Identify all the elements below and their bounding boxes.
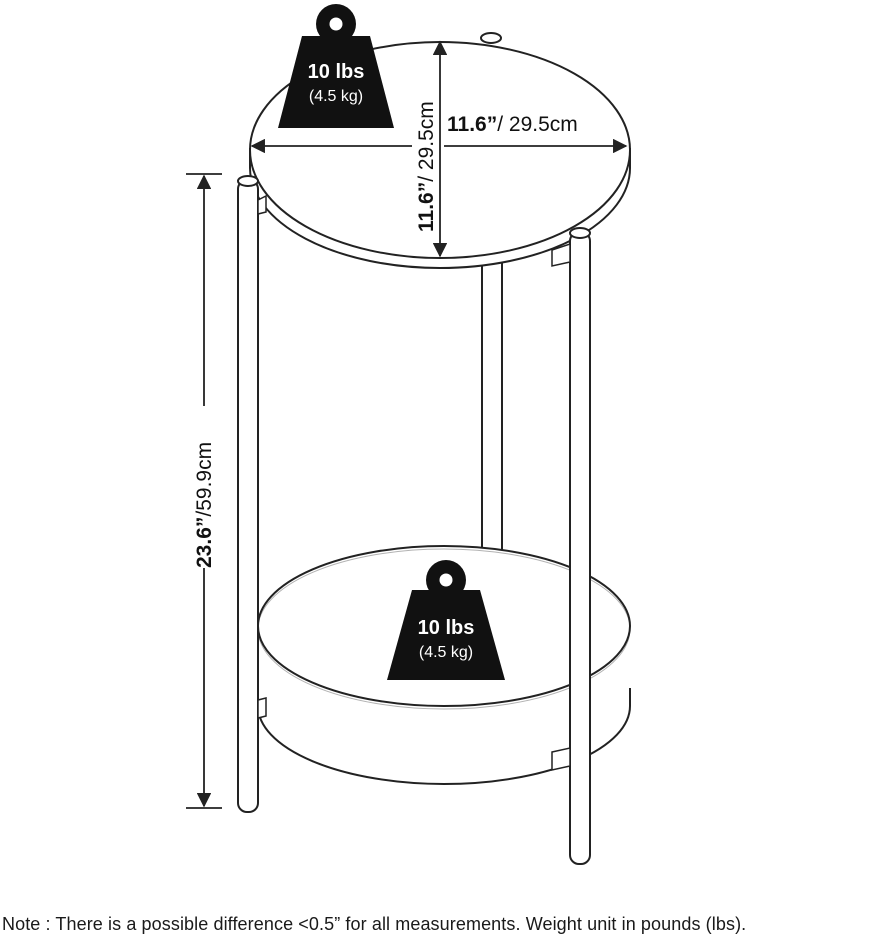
top-weight-kg: (4.5 kg)	[309, 88, 363, 105]
weight-icon	[387, 560, 505, 680]
back-leg	[480, 32, 503, 556]
front-left-leg	[237, 175, 267, 813]
depth-dimension: 11.6”/ 29.5cm	[415, 40, 448, 258]
width-label: 11.6”/ 29.5cm	[447, 113, 578, 136]
bottom-weight-lbs: 10 lbs	[418, 617, 475, 639]
depth-label-rest: / 29.5cm	[415, 101, 438, 182]
top-weight-badge: 10 lbs (4.5 kg)	[278, 4, 394, 128]
bottom-weight-badge: 10 lbs (4.5 kg)	[387, 560, 505, 680]
measurement-note: Note : There is a possible difference <0…	[2, 914, 747, 934]
width-label-bold: 11.6”	[447, 113, 497, 136]
depth-label-bold: 11.6”	[415, 182, 438, 232]
width-dimension: 11.6”/ 29.5cm	[250, 113, 628, 154]
height-label-bold: 23.6”	[193, 517, 216, 568]
width-label-rest: / 29.5cm	[497, 113, 578, 136]
depth-label: 11.6”/ 29.5cm	[415, 101, 438, 232]
front-right-leg	[551, 227, 591, 865]
height-label-rest: /59.9cm	[193, 442, 216, 517]
height-dimension: 23.6”/59.9cm	[186, 173, 222, 809]
height-label: 23.6”/59.9cm	[193, 442, 216, 568]
bottom-weight-kg: (4.5 kg)	[419, 644, 473, 661]
table-illustration: 11.6”/ 29.5cm 11.6”/ 29.5cm 23.6”/59.9cm…	[186, 4, 631, 865]
top-weight-lbs: 10 lbs	[308, 61, 365, 83]
weight-icon	[278, 4, 394, 128]
